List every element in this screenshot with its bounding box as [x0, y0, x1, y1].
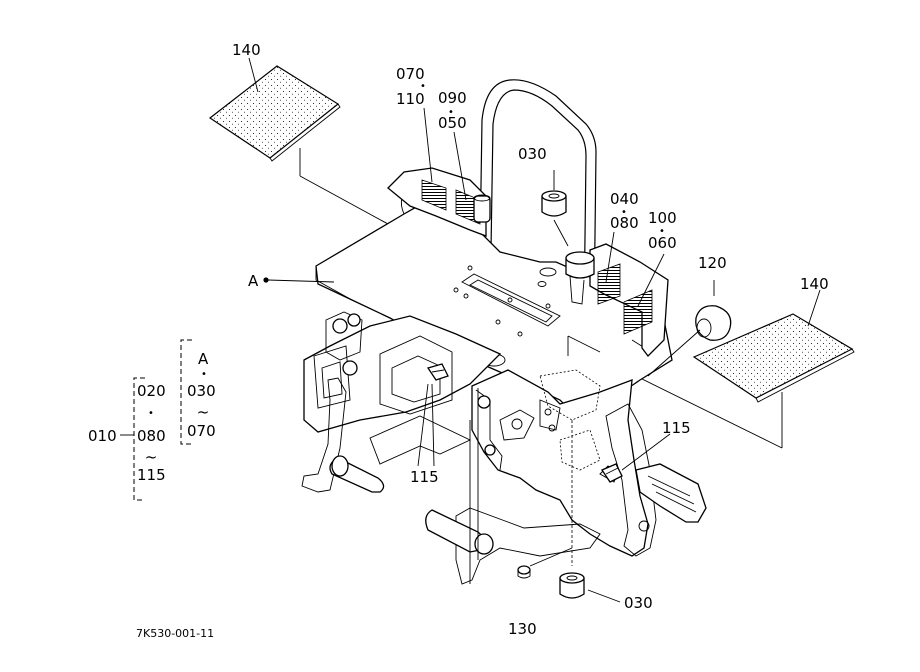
- label-sticker-110: 110: [396, 90, 425, 108]
- separator-020-080: •: [148, 408, 154, 419]
- bolt-right: [601, 463, 623, 483]
- label-sticker-060: 060: [648, 234, 677, 252]
- cap-top: [541, 170, 569, 247]
- label-cap-top: 030: [518, 145, 547, 163]
- label-cap-bottom: 030: [624, 594, 653, 612]
- range-080-115: ~: [145, 448, 158, 466]
- drawing-code: 7K530-001-11: [136, 627, 214, 640]
- label-group-080: 080: [137, 427, 166, 445]
- label-group-030: 030: [187, 382, 216, 400]
- nut: [517, 547, 573, 579]
- label-bolt-left: 115: [410, 468, 439, 486]
- cushion: [647, 280, 732, 377]
- floor-mat-left: [208, 65, 411, 237]
- separator-a-030: •: [201, 369, 207, 380]
- label-ref-a: A: [248, 272, 259, 290]
- cap-bottom: [559, 572, 585, 599]
- label-sticker-080: 080: [610, 214, 639, 232]
- label-group-010: 010: [88, 427, 117, 445]
- bolt-left: [426, 363, 449, 381]
- separator-040-080: •: [621, 207, 627, 218]
- leader-lines: [248, 57, 821, 603]
- label-mat-right: 140: [800, 275, 829, 293]
- label-sticker-050: 050: [438, 114, 467, 132]
- label-sticker-090: 090: [438, 89, 467, 107]
- label-group-a: A: [198, 350, 209, 368]
- hand-rail: [479, 79, 597, 319]
- label-sticker-040: 040: [610, 190, 639, 208]
- separator-090-050: •: [448, 107, 454, 118]
- range-030-070: ~: [197, 403, 210, 421]
- label-sticker-100: 100: [648, 209, 677, 227]
- label-group-020: 020: [137, 382, 166, 400]
- separator-070-110: •: [420, 81, 426, 92]
- rail-socket: [565, 251, 595, 305]
- label-sticker-070: 070: [396, 65, 425, 83]
- lower-frame: [301, 311, 707, 585]
- label-cushion: 120: [698, 254, 727, 272]
- label-mat-left: 140: [232, 41, 261, 59]
- rail-bracket: [473, 194, 491, 223]
- label-nut: 130: [508, 620, 537, 638]
- label-bolt-right: 115: [662, 419, 691, 437]
- part-labels: 140 070 110 090 • 050 • 030 040 • 080 10…: [88, 41, 829, 640]
- group-brackets: [120, 339, 192, 501]
- separator-100-060: •: [659, 226, 665, 237]
- label-group-115: 115: [137, 466, 166, 484]
- label-group-070: 070: [187, 422, 216, 440]
- floor-mat-right: [639, 313, 855, 449]
